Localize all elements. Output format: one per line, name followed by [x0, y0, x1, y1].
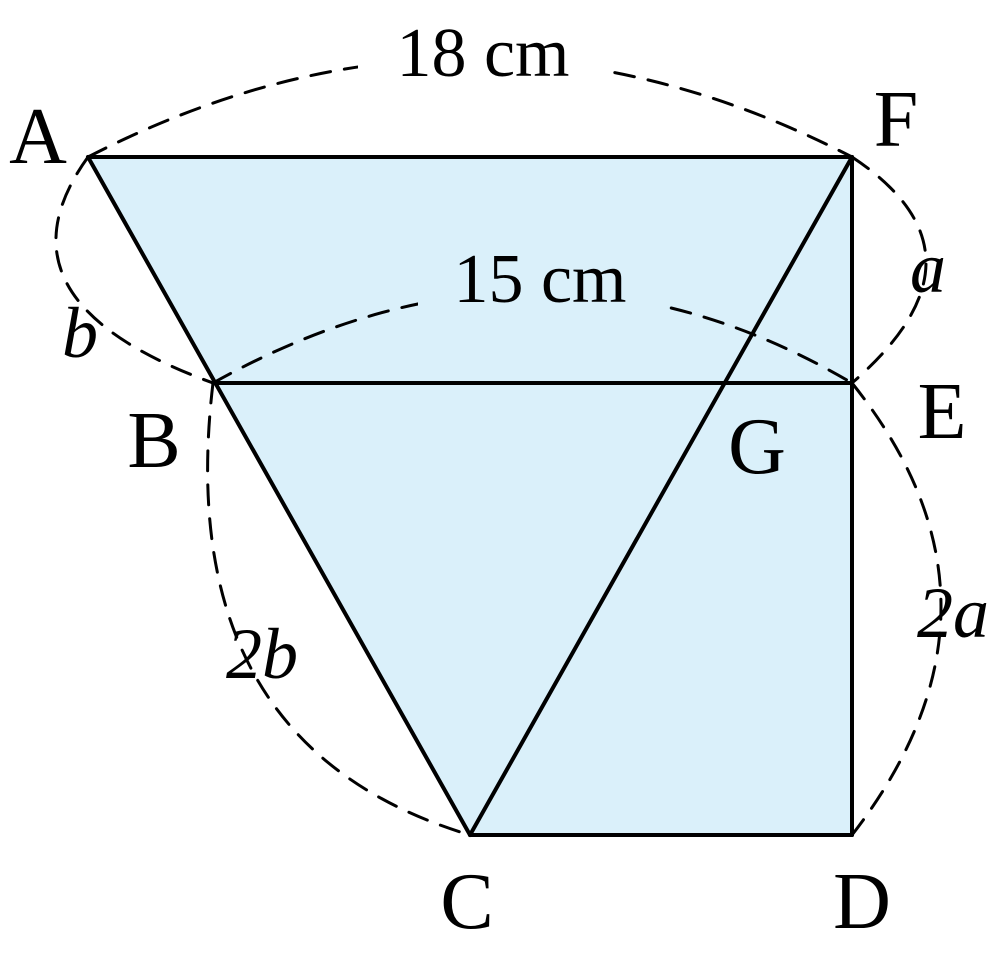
point-label-f: F: [874, 76, 919, 164]
point-label-c: C: [440, 858, 493, 946]
point-label-d: D: [833, 858, 891, 946]
length-label-ed: 2a: [917, 573, 989, 653]
point-label-a: A: [9, 93, 67, 181]
point-label-e: E: [918, 368, 967, 456]
point-label-g: G: [728, 403, 786, 491]
length-label-af: 18 cm: [396, 15, 569, 92]
segment-ac: [86, 155, 472, 837]
point-label-b: B: [127, 397, 180, 485]
arc-bc: [206, 381, 472, 837]
length-label-be: 15 cm: [453, 241, 626, 318]
arc-ed: [850, 381, 943, 837]
segment-fc: [468, 155, 854, 837]
label-bg-af: [358, 6, 608, 86]
label-bg-be: [418, 232, 668, 312]
shaded-triangle-acf: [88, 157, 852, 835]
length-label-bc: 2b: [226, 614, 298, 694]
arc-fe: [850, 155, 928, 385]
arc-ab: [54, 155, 215, 385]
length-label-fe: a: [910, 228, 946, 308]
length-label-ab: b: [62, 293, 98, 373]
arc-af: [86, 57, 854, 159]
